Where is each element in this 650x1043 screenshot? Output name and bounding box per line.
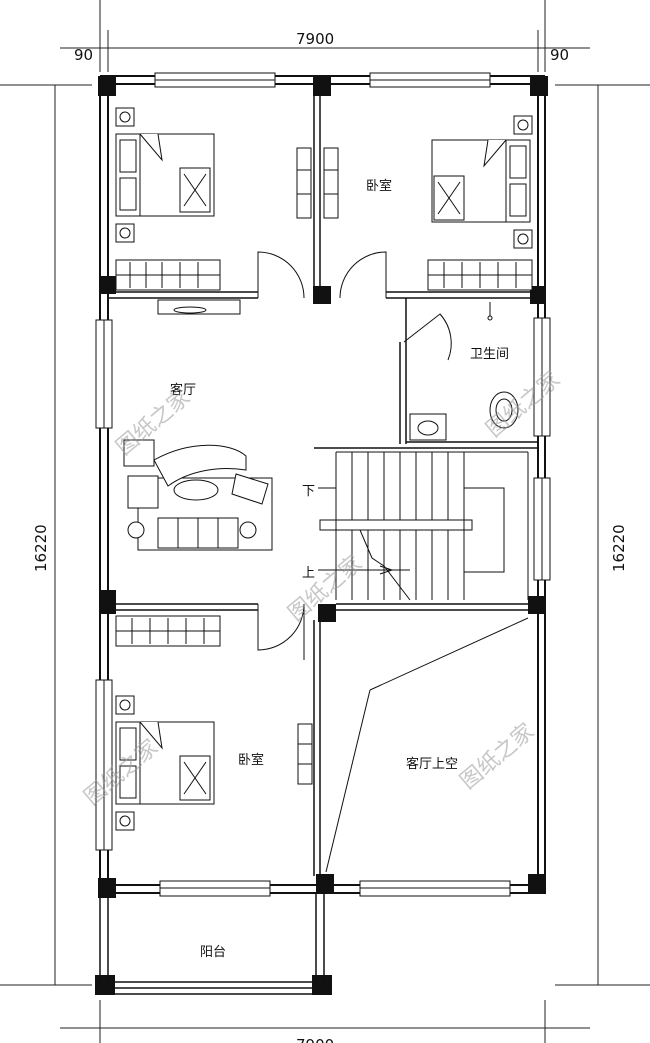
nightstands-top-left: [115, 107, 135, 243]
wardrobe-top-right: [427, 259, 533, 291]
nightstands-top-right: [513, 115, 533, 249]
top-windows: [154, 72, 491, 88]
tv-console: [157, 299, 241, 315]
stair-down-label: 下: [302, 484, 315, 499]
wardrobe-top-left: [115, 259, 221, 291]
sofa-set: [123, 439, 273, 551]
room-label-living-void: 客厅上空: [406, 756, 458, 772]
dim-left-height: 16220: [32, 524, 50, 572]
room-label-living: 客厅: [170, 382, 196, 398]
bottom-windows: [159, 880, 511, 897]
void-diagonals: [325, 617, 529, 873]
bed-top-left: [115, 133, 215, 217]
room-label-balcony: 阳台: [200, 945, 226, 960]
room-label-bathroom: 卫生间: [470, 347, 509, 362]
room-label-bedroom-bottom: 卧室: [238, 752, 264, 768]
bathroom-fixtures: [409, 302, 519, 441]
stair-up-label: 上: [302, 566, 315, 581]
bed-bottom-left: [115, 721, 215, 805]
dim-top-left-offset: 90: [74, 46, 93, 64]
side-windows: [95, 317, 551, 851]
nightstands-bottom-left: [115, 695, 135, 831]
door-swings: [257, 251, 452, 660]
dim-top-right-offset: 90: [550, 46, 569, 64]
dim-right-height: 16220: [610, 524, 628, 572]
wardrobe-bottom-left: [115, 615, 221, 647]
room-label-bedroom-top: 卧室: [366, 178, 392, 194]
watermark-5: 图纸之家: [456, 719, 539, 795]
desk-top-middle: [296, 147, 339, 219]
dim-bottom-width: 7900: [296, 1036, 334, 1043]
dim-top-width: 7900: [296, 30, 334, 48]
bed-top-right: [431, 139, 531, 223]
desk-bottom: [297, 723, 313, 785]
staircase: [318, 451, 529, 601]
interior-walls: [99, 94, 538, 995]
